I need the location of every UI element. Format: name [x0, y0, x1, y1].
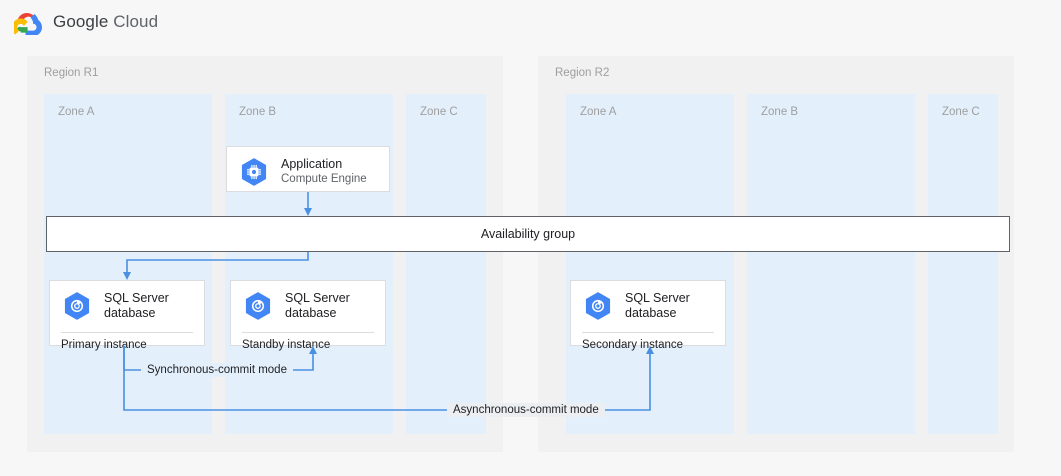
region-r1-zone-c: Zone C	[406, 94, 486, 434]
availability-group-bar[interactable]: Availability group	[46, 216, 1010, 252]
availability-group-label: Availability group	[480, 227, 576, 241]
sql-server-database-icon	[585, 292, 611, 320]
brand-cloud: Cloud	[113, 12, 159, 31]
standby-card-titles: SQL Server database	[285, 291, 350, 321]
sql-server-database-icon	[64, 292, 90, 320]
secondary-card-content: SQL Server database	[571, 281, 725, 330]
brand-google: Google	[53, 12, 109, 31]
application-card-titles: Application Compute Engine	[281, 157, 367, 187]
primary-title-line1: SQL Server	[104, 291, 169, 305]
brand-text: Google Cloud	[53, 12, 158, 32]
primary-database-card[interactable]: SQL Server database Primary instance	[49, 280, 205, 351]
region-r2-zone-b-label: Zone B	[761, 106, 799, 118]
primary-card-titles: SQL Server database	[104, 291, 169, 321]
region-r1-zone-b: Zone B	[225, 94, 393, 434]
region-r2-zone-a: Zone A	[566, 94, 734, 434]
region-r1-zone-c-label: Zone C	[420, 106, 458, 118]
compute-engine-icon	[241, 158, 267, 186]
primary-title-line2: database	[104, 306, 156, 320]
application-title: Application	[281, 157, 343, 171]
standby-title-line2: database	[285, 306, 337, 320]
region-r1-zone-a-label: Zone A	[58, 106, 95, 118]
region-r1-zone-a: Zone A	[44, 94, 212, 434]
region-r2-zone-c: Zone C	[928, 94, 998, 434]
sql-server-database-icon	[245, 292, 271, 320]
standby-database-card[interactable]: SQL Server database Standby instance	[230, 280, 386, 351]
google-cloud-logo: Google Cloud	[14, 9, 158, 35]
primary-card-content: SQL Server database	[50, 281, 204, 330]
application-card[interactable]: Application Compute Engine	[226, 146, 390, 192]
application-subtitle: Compute Engine	[281, 173, 367, 185]
region-r1-label: Region R1	[44, 67, 99, 79]
synchronous-commit-mode-label: Synchronous-commit mode	[141, 363, 293, 377]
application-card-content: Application Compute Engine	[227, 147, 389, 196]
secondary-role-label: Secondary instance	[582, 332, 714, 351]
region-r2-label: Region R2	[555, 67, 610, 79]
secondary-title-line1: SQL Server	[625, 291, 690, 305]
standby-role-label: Standby instance	[242, 332, 374, 351]
region-r2-zone-b: Zone B	[747, 94, 915, 434]
secondary-database-card[interactable]: SQL Server database Secondary instance	[570, 280, 726, 351]
standby-card-content: SQL Server database	[231, 281, 385, 330]
region-r1-zone-b-label: Zone B	[239, 106, 277, 118]
primary-role-label: Primary instance	[61, 332, 193, 351]
architecture-diagram: Region R1 Zone A Zone B Zone C Region R2…	[0, 48, 1061, 476]
standby-title-line1: SQL Server	[285, 291, 350, 305]
secondary-card-titles: SQL Server database	[625, 291, 690, 321]
secondary-title-line2: database	[625, 306, 677, 320]
region-r2-zone-a-label: Zone A	[580, 106, 617, 118]
asynchronous-commit-mode-label: Asynchronous-commit mode	[447, 403, 605, 417]
region-r2-zone-c-label: Zone C	[942, 106, 980, 118]
page-header: Google Cloud	[0, 0, 1061, 48]
google-cloud-logo-icon	[14, 12, 42, 35]
